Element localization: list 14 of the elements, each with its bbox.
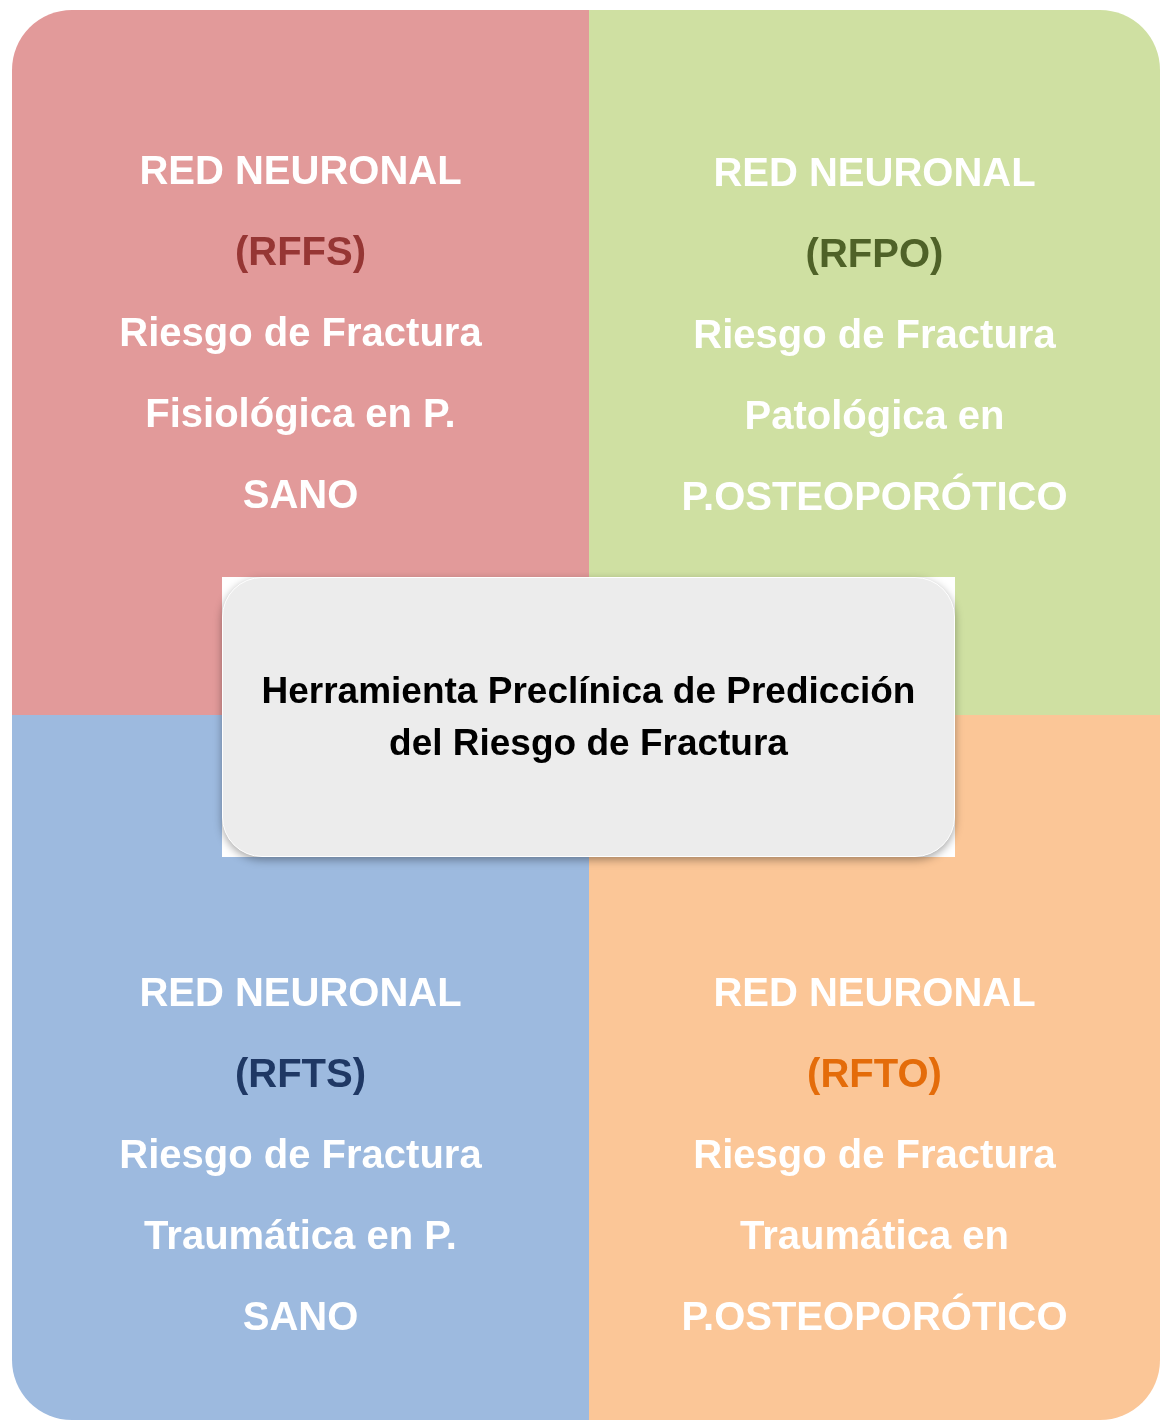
description-text: Riesgo de Fractura Traumática en P.OSTEOPORÓTICO bbox=[680, 1131, 1069, 1340]
description-text: Riesgo de Fractura Patológica en P.OSTEOPORÓTICO bbox=[680, 311, 1069, 520]
description-text: Riesgo de Fractura Fisiológica en P. SANO bbox=[118, 309, 483, 518]
acronym-text: (RFTS) bbox=[234, 1050, 367, 1097]
title-text: Herramienta Preclínica de Predicción del Riesgo de Fractura bbox=[260, 669, 917, 765]
acronym-text: (RFTO) bbox=[807, 1050, 942, 1097]
heading-text: RED NEURONAL bbox=[713, 969, 1036, 1016]
heading-text: RED NEURONAL bbox=[713, 149, 1036, 196]
description-text: Riesgo de Fractura Traumática en P. SANO bbox=[118, 1131, 483, 1340]
acronym-text: (RFFS) bbox=[234, 228, 367, 275]
heading-text: RED NEURONAL bbox=[139, 969, 462, 1016]
acronym-text: (RFPO) bbox=[805, 230, 944, 277]
central-box bbox=[222, 577, 955, 857]
heading-text: RED NEURONAL bbox=[139, 147, 462, 194]
